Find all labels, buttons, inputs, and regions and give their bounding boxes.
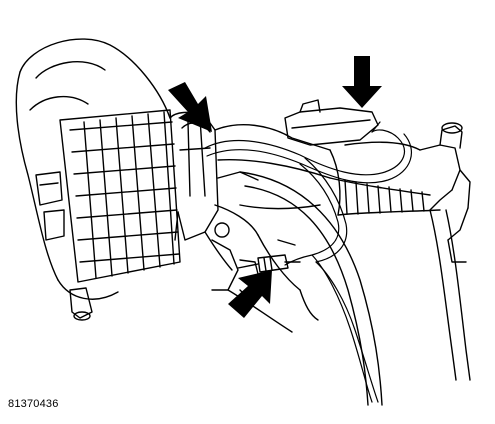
figure-id-label: 81370436 bbox=[8, 398, 59, 410]
arrow-icon bbox=[342, 56, 382, 108]
arrow-icon bbox=[168, 82, 212, 132]
air-intake-duct bbox=[15, 38, 181, 321]
intake-manifold bbox=[214, 124, 331, 321]
sensor-housing bbox=[284, 99, 471, 241]
vacuum-tubes bbox=[227, 171, 471, 406]
harness-connector bbox=[237, 254, 301, 273]
throttle-body bbox=[169, 111, 259, 291]
wire-harness bbox=[204, 121, 413, 403]
corrugated-hose bbox=[329, 177, 441, 216]
arrow-icon bbox=[228, 270, 272, 318]
